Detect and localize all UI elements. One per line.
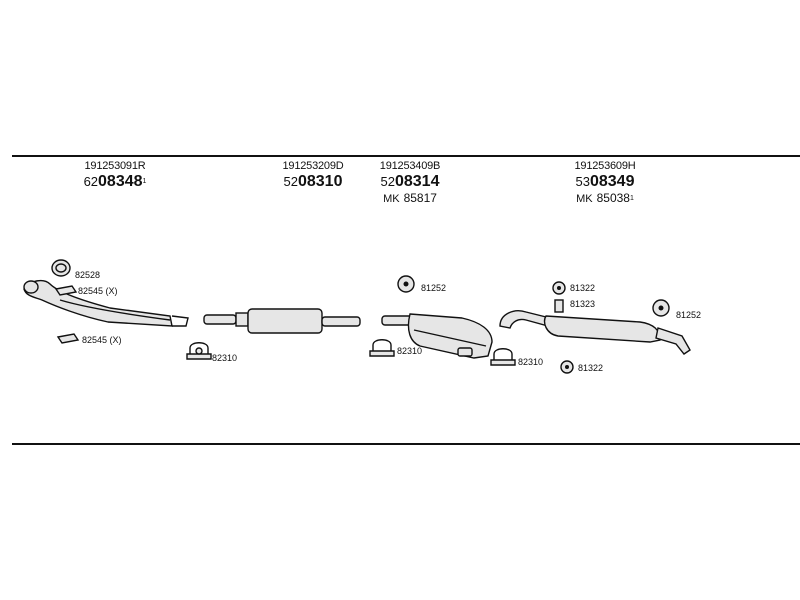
mounting-kit-prefix: MK: [383, 193, 400, 205]
label-bolt: 81323: [570, 299, 596, 309]
center-silencer: [203, 308, 361, 334]
front-pipe-heading: 191253091R 62083481: [60, 160, 170, 191]
part-code: 5208310: [258, 173, 368, 191]
mounting-kit-number: 85038: [596, 191, 630, 205]
part-code: 5308349: [550, 173, 660, 191]
part-code: 62083481: [60, 173, 170, 191]
label-gasket: 82545 (X): [78, 286, 118, 296]
part-code-main: 08310: [297, 173, 343, 190]
center-silencer-heading: 191253209D 5208310: [258, 160, 368, 191]
gasket-part: [56, 333, 80, 344]
gasket-part: [54, 285, 78, 296]
clamp-part: [369, 339, 395, 357]
footnote-marker: 1: [629, 195, 634, 202]
label-clamp: 82310: [212, 353, 238, 363]
label-hanger: 81322: [570, 283, 596, 293]
mounting-kit-number: 85817: [403, 191, 437, 205]
label-hanger: 81322: [578, 363, 604, 373]
label-hanger: 81252: [421, 283, 447, 293]
label-seal-ring: 82528: [75, 270, 101, 280]
label-hanger: 81252: [676, 310, 702, 320]
bolt-part: [554, 299, 564, 313]
mounting-kit-prefix: MK: [576, 193, 593, 205]
label-clamp: 82310: [397, 346, 423, 356]
part-code-prefix: 52: [380, 174, 395, 189]
clamp-part: [186, 342, 212, 360]
hanger-part: [552, 281, 566, 295]
oem-number: 191253409B: [379, 160, 441, 172]
hanger-part: [652, 299, 670, 317]
middle-silencer: [381, 313, 493, 359]
clamp-part: [490, 348, 516, 366]
part-code: 5208314: [355, 173, 465, 191]
rear-silencer: [499, 310, 691, 355]
part-code-prefix: 53: [575, 174, 590, 189]
part-code-main: 08348: [98, 173, 143, 190]
oem-number: 191253091R: [84, 160, 146, 172]
part-code-main: 08349: [589, 173, 635, 190]
label-gasket: 82545 (X): [82, 335, 122, 345]
seal-ring-part: [51, 259, 71, 277]
label-clamp: 82310: [518, 357, 544, 367]
part-code-prefix: 52: [283, 174, 298, 189]
footnote-marker: 1: [142, 178, 147, 185]
hanger-part: [397, 275, 415, 293]
top-divider: [12, 155, 800, 157]
seal-ring-inner: [55, 263, 67, 273]
oem-number: 191253209D: [282, 160, 344, 172]
part-code-prefix: 62: [83, 174, 99, 189]
hanger-part: [560, 360, 574, 374]
oem-number: 191253609H: [574, 160, 636, 172]
bottom-divider: [12, 443, 800, 445]
part-code-main: 08314: [394, 173, 440, 190]
